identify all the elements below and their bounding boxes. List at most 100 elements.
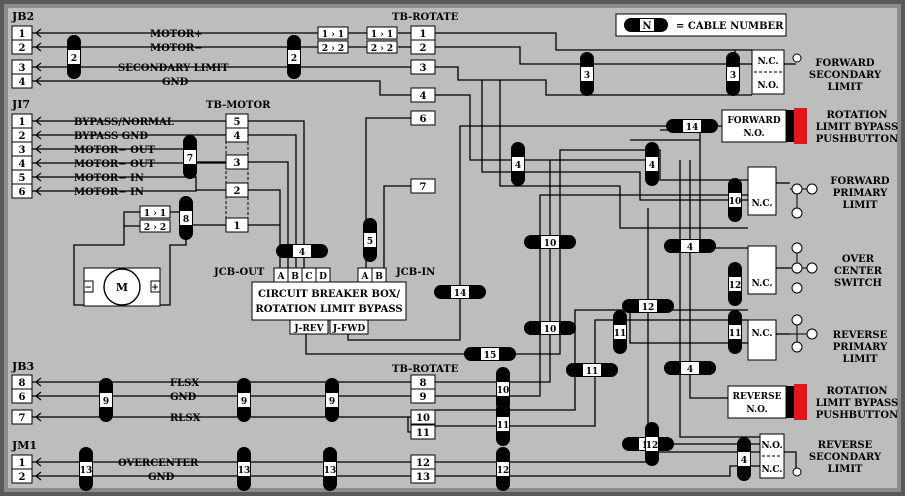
cable-tag-number: 10 [497,386,510,396]
tb-rotate-terminal-number: 3 [420,63,427,74]
tb-rotate-terminal-number: 11 [416,428,430,439]
cable-tag: 4 [664,239,716,253]
splice-number: 1 [387,30,393,40]
arrow-icon [35,412,42,422]
signal-bypass-normal: BYPASS/NORMAL [74,117,174,128]
splice-number: 2 [387,44,393,54]
arrow-icon [35,457,42,467]
rev-bypass-box-1: REVERSE [732,392,781,402]
cable-tag-number: 10 [729,197,742,207]
cable-tag-number: 3 [584,71,590,81]
jcb-out-pin: C [301,267,317,283]
cable-tag: 8 [179,196,193,240]
fwd-bypass-box-1: FORWARD [727,116,781,126]
connector-jb3: JB3 86 7 [11,360,34,425]
signal-flsx: FLSX [170,378,199,389]
jcb-out-pin: D [315,267,331,283]
motor-minus-terminal: − [84,283,92,293]
jcb-in-pin-letter: A [361,272,370,282]
cable-tag-number: 2 [71,54,77,64]
ji7-pin: 1 [11,113,33,129]
cable-tag-number: 10 [544,325,557,335]
cable-tag: 9 [325,378,339,422]
limit-roller-icon [790,314,818,353]
cable-tag-number: 4 [649,161,655,171]
tb-rotate-terminal-number: 13 [416,472,430,483]
cable-tag-number: 14 [686,123,699,133]
tb-rotate-terminal-number: 4 [420,91,427,102]
cable-tag-number: 14 [454,289,467,299]
splice-arrow-icon: › [331,30,335,40]
tb-motor-terminal: 2 [225,182,249,198]
tb-motor-terminal-number: 5 [234,117,241,128]
signal-overcenter: OVERCENTER [118,458,199,469]
rev-bypass-label-1: ROTATION [826,386,887,397]
reverse-secondary-limit: N.O. N.C. REVERSE SECONDARY LIMIT [759,433,882,479]
tb-rotate-terminal: 13 [410,468,436,484]
tb-rotate-terminal: 2 [410,39,436,55]
tb-rotate-terminal: 6 [410,110,436,126]
tb-motor-terminal: 5 [225,113,249,129]
ji7-pin-number: 1 [19,117,26,128]
arrow-icon [35,172,42,182]
jb2-pin: 1 [11,25,33,41]
connector-arrows [35,28,42,481]
rev-sec-no: N.O. [761,441,782,451]
signal-motor-in-1: MOTOR− IN [74,173,144,184]
oc-label-1: OVER [842,254,875,265]
cable-tag-number: 11 [586,367,599,377]
jb3-pin-number: 8 [19,378,26,389]
ji7-pin-number: 5 [19,173,26,184]
j-rev-label: J-REV [293,324,324,334]
splice: 2›2 [366,40,398,54]
rev-pri-nc: N.C. [752,329,773,339]
fwd-bypass-box-2: N.O. [743,129,764,139]
reverse-bypass-pushbutton: REVERSE N.O. ROTATION LIMIT BYPASS PUSHB… [727,384,898,421]
splice-blocks: 1›12›21›12›21›12›2 [139,26,398,233]
signal-gnd-jm1: GND [148,472,175,483]
tb-motor-terminal: 3 [225,154,249,170]
jb3-pin-number: 7 [19,413,26,424]
cable-tag-number: 13 [238,466,251,476]
legend: N = CABLE NUMBER [615,13,787,37]
cable-tag-number: 4 [741,456,747,466]
splice-number: 2 [338,44,344,54]
jb2-pin-number: 3 [19,63,26,74]
tb-rotate-terminal: 8 [410,374,436,390]
splice-arrow-icon: › [380,44,384,54]
jcb-in-label: JCB-IN [395,267,435,278]
splice-arrow-icon: › [153,209,157,219]
jcb-in-pin: B [371,267,387,283]
cable-tag: 3 [580,52,594,96]
fwd-sec-label-1: FORWARD [815,58,875,69]
arrow-icon [35,144,42,154]
tb-motor-title: TB-MOTOR [206,100,271,111]
cable-tag-number: 4 [687,243,693,253]
jm1-pin: 2 [11,468,33,484]
jb3-pin: 6 [11,388,33,404]
cable-tag: 12 [645,422,659,466]
connector-jm1: JM1 12 [11,439,37,484]
cable-tag-number: 10 [544,239,557,249]
splice-number: 1 [144,209,150,219]
forward-secondary-limit: N.C. N.O. FORWARD SECONDARY LIMIT [751,49,882,95]
signal-gnd-jb2: GND [162,77,189,88]
jm1-label: JM1 [11,439,37,452]
tb-rotate-terminal-number: 1 [420,29,427,40]
cable-tag-number: 12 [497,466,510,476]
cable-tag-number: 2 [291,54,297,64]
cable-tag-number: 12 [646,441,659,451]
fwd-pri-label-1: FORWARD [830,176,890,187]
tb-rotate-terminal-number: 9 [420,392,427,403]
jb3-label: JB3 [11,360,34,373]
ji7-pin-number: 3 [19,145,26,156]
cable-tag: 13 [323,447,337,491]
jcb-out-pin-letter: B [291,272,299,282]
rev-pri-label-3: LIMIT [843,354,878,365]
signal-motor-plus: MOTOR+ [150,29,203,40]
splice: 1›1 [139,205,171,219]
fwd-bypass-label-3: PUSHBUTTON [816,134,898,145]
arrow-icon [35,158,42,168]
